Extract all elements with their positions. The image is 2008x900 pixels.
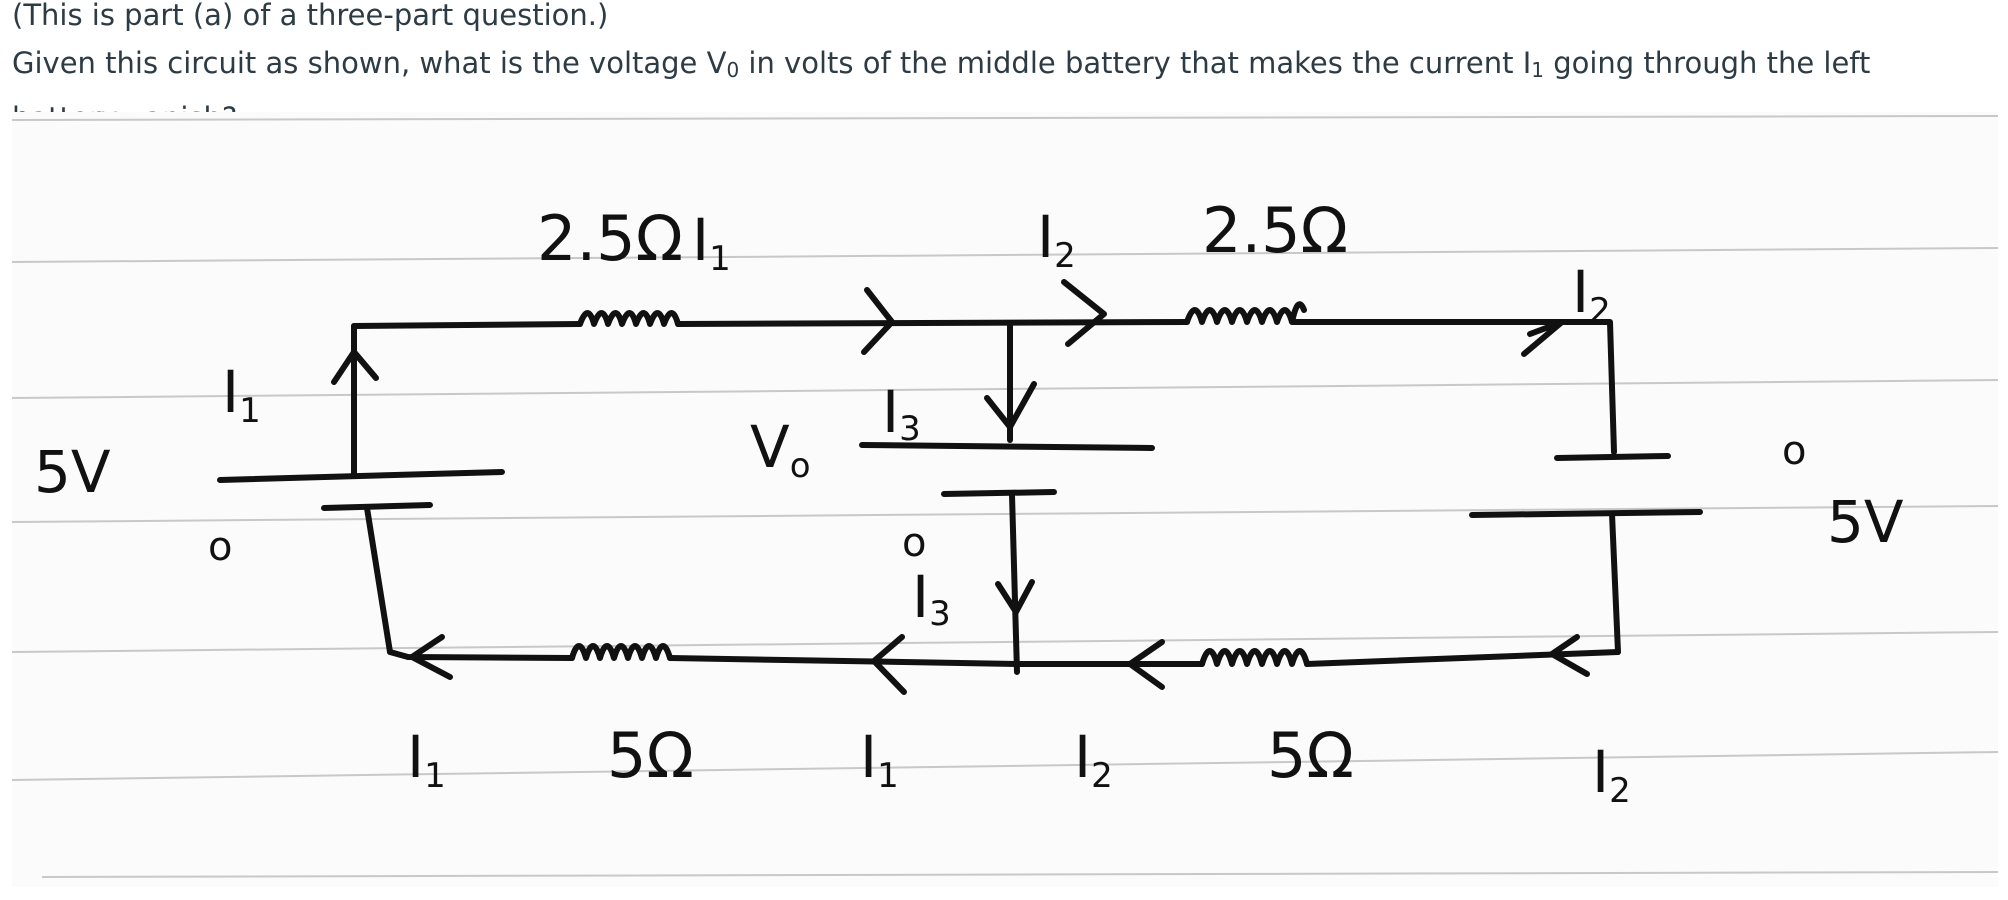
paper-background — [12, 112, 1998, 887]
i2-bottom-mid-label: I2 — [1074, 723, 1113, 796]
i1-bottom-left-label: I1 — [407, 723, 446, 796]
i3-lower-label: I3 — [912, 563, 951, 634]
question-subscript-1: 1 — [1531, 58, 1544, 82]
i2-top-subscript: 2 — [1054, 236, 1076, 276]
i2-bottom-right-letter: I — [1592, 738, 1609, 806]
middle-battery-voltage-letter: V — [750, 413, 790, 481]
i2-bottom-mid-subscript: 2 — [1091, 756, 1113, 796]
middle-battery-polarity-label: o — [902, 520, 926, 566]
middle-battery-long-plate — [859, 442, 1155, 451]
i3-upper-subscript: 3 — [899, 409, 921, 449]
bottom-right-resistor — [1199, 648, 1310, 667]
i1-top-subscript: 1 — [709, 239, 731, 279]
i1-bottom-left-letter: I — [407, 723, 424, 791]
top-right-resistor-label: 2.5Ω — [1202, 194, 1348, 267]
right-battery-long-plate — [1469, 509, 1703, 518]
bottom-right-resistor-label: 5Ω — [1267, 719, 1354, 792]
i1-bottom-left-subscript: 1 — [424, 756, 446, 796]
i2-top-right-subscript: 2 — [1589, 291, 1611, 331]
question-text-2: in volts of the middle battery that make… — [739, 46, 1532, 80]
left-battery-long-plate — [217, 469, 505, 483]
i1-bottom-mid-letter: I — [860, 723, 877, 791]
middle-battery-short-plate — [941, 489, 1057, 497]
i2-top-right-letter: I — [1572, 258, 1589, 326]
i3-upper-label: I3 — [882, 378, 921, 449]
i3-lower-letter: I — [912, 563, 929, 631]
i3-upper-letter: I — [882, 378, 899, 446]
top-left-resistor-label: 2.5Ω — [537, 202, 683, 275]
i2-bottom-right-label: I2 — [1592, 738, 1631, 811]
left-battery-voltage-label: 5V — [34, 438, 111, 506]
left-battery-polarity-label: o — [208, 524, 232, 570]
question-text: (This is part (a) of a three-part questi… — [12, 0, 1972, 142]
i1-bottom-mid-label: I1 — [860, 723, 899, 796]
right-battery-short-plate — [1554, 453, 1671, 461]
top-left-resistor — [577, 310, 681, 327]
i1-top-label: I1 — [692, 206, 731, 279]
i1-top-letter: I — [692, 206, 709, 274]
circuit-wires — [217, 279, 1703, 695]
i2-top-right-label: I2 — [1572, 258, 1611, 331]
middle-battery-voltage-subscript: o — [790, 446, 811, 486]
i3-lower-subscript: 3 — [929, 594, 951, 634]
question-subscript-0: 0 — [726, 58, 740, 82]
i1-left-label: I1 — [222, 358, 261, 431]
top-right-resistor — [1184, 301, 1307, 325]
ruled-lines — [12, 115, 1998, 878]
middle-battery-voltage-label: Vo — [750, 413, 811, 486]
right-battery-polarity-label: o — [1782, 428, 1806, 474]
question-text-1: Given this circuit as shown, what is the… — [12, 46, 727, 80]
i2-top-label: I2 — [1037, 203, 1076, 276]
circuit-diagram: 5V o 2.5Ω 2.5Ω I1 I2 I2 I1 I3 Vo o I3 o … — [12, 112, 1998, 887]
i1-left-letter: I — [222, 358, 239, 426]
part-note: (This is part (a) of a three-part questi… — [12, 0, 609, 32]
bottom-left-resistor — [569, 643, 673, 661]
i2-bottom-right-subscript: 2 — [1609, 771, 1631, 811]
i2-bottom-mid-letter: I — [1074, 723, 1091, 791]
i1-bottom-mid-subscript: 1 — [877, 756, 899, 796]
right-battery-voltage-label: 5V — [1827, 488, 1904, 556]
question-body: Given this circuit as shown, what is the… — [12, 39, 1972, 142]
left-battery-short-plate — [321, 502, 433, 511]
i2-top-letter: I — [1037, 203, 1054, 271]
i1-left-subscript: 1 — [239, 391, 261, 431]
bottom-left-resistor-label: 5Ω — [607, 719, 694, 792]
circuit-labels: 5V o 2.5Ω 2.5Ω I1 I2 I2 I1 I3 Vo o I3 o … — [34, 194, 1904, 811]
